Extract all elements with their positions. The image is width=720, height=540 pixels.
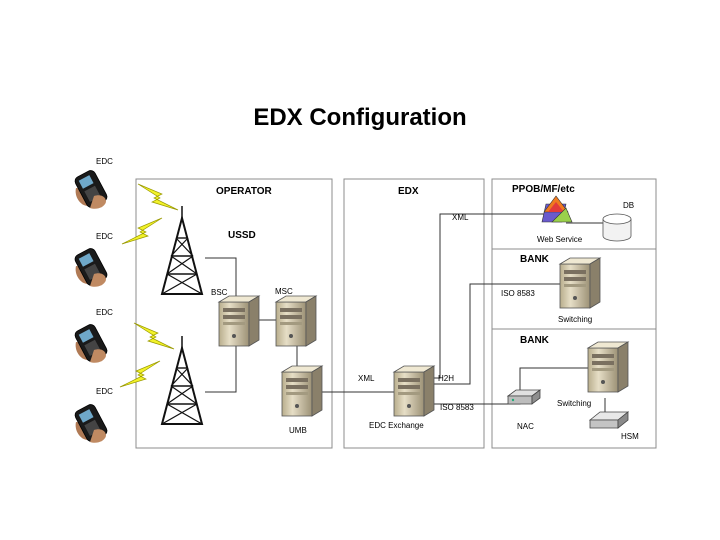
bsc-label: BSC: [211, 288, 228, 297]
wireless-signal-icon: [121, 217, 163, 245]
cell-tower-icon: [161, 335, 203, 425]
edc-label-1: EDC: [96, 157, 113, 166]
bank2-panel: [491, 328, 657, 449]
link-label-iso-bottom: ISO 8583: [440, 403, 474, 412]
bank1-title: BANK: [520, 254, 550, 265]
bank2-switching-server-icon: [587, 341, 629, 393]
web-service-label: Web Service: [537, 235, 583, 244]
hsm-device-icon: [588, 411, 630, 429]
link-label-xml-operator: XML: [358, 374, 375, 383]
msc-server-icon: [275, 295, 317, 347]
link-label-xml-ppob: XML: [452, 213, 469, 222]
operator-title: OPERATOR: [216, 186, 273, 197]
ppob-title: PPOB/MF/etc: [512, 184, 575, 195]
db-label: DB: [623, 201, 634, 210]
edc-terminal-icon: [72, 246, 110, 288]
web-service-icon: [541, 195, 573, 223]
bank1-switching-label: Switching: [558, 315, 592, 324]
bank1-switching-server-icon: [559, 257, 601, 309]
ussd-label: USSD: [228, 230, 256, 241]
edc-terminal-icon: [72, 322, 110, 364]
edx-title: EDX: [398, 186, 419, 197]
nac-label: NAC: [517, 422, 534, 431]
bsc-server-icon: [218, 295, 260, 347]
hsm-label: HSM: [621, 432, 639, 441]
umb-server-icon: [281, 365, 323, 417]
database-icon: [602, 213, 632, 242]
wireless-signal-icon: [137, 183, 179, 211]
wireless-signal-icon: [119, 360, 161, 388]
msc-label: MSC: [275, 287, 293, 296]
operator-panel: [135, 178, 333, 449]
nac-device-icon: [506, 389, 542, 405]
edx-panel: [343, 178, 485, 449]
edc-terminal-icon: [72, 402, 110, 444]
edc-label-3: EDC: [96, 308, 113, 317]
bank2-title: BANK: [520, 335, 550, 346]
edc-terminal-icon: [72, 168, 110, 210]
link-label-iso-top: ISO 8583: [501, 289, 535, 298]
umb-label: UMB: [289, 426, 307, 435]
edc-exchange-server-icon: [393, 365, 435, 417]
cell-tower-icon: [161, 205, 203, 295]
bank2-switching-label: Switching: [557, 399, 591, 408]
edc-exchange-label: EDC Exchange: [369, 421, 424, 430]
edc-label-4: EDC: [96, 387, 113, 396]
wireless-signal-icon: [133, 322, 175, 350]
link-label-h2h: H2H: [438, 374, 454, 383]
slide-title: EDX Configuration: [253, 104, 467, 131]
edc-label-2: EDC: [96, 232, 113, 241]
